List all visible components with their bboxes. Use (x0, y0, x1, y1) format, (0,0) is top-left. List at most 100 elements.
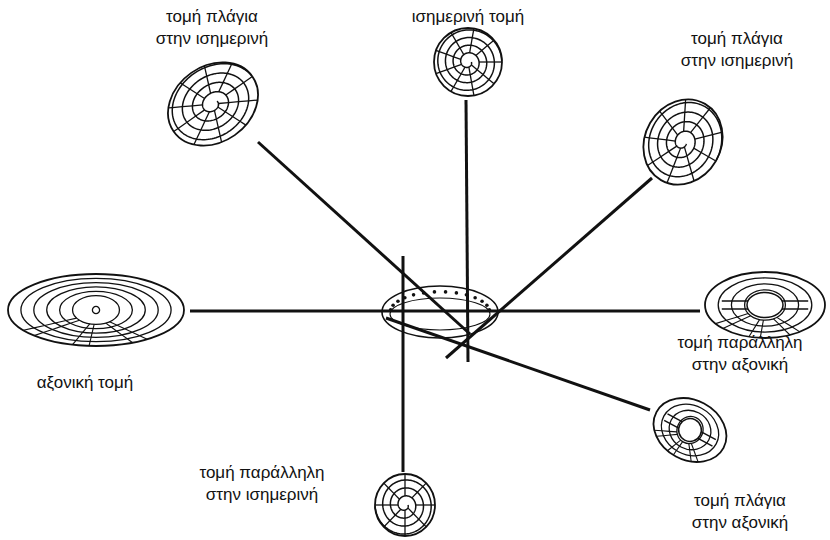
whorl-ring (705, 272, 825, 338)
chamber-wall (697, 116, 703, 125)
chamber-wall (440, 70, 447, 73)
chamber-wall (457, 74, 461, 81)
section-label: τομή πλάγια στην αξονική (679, 490, 801, 534)
chamber-wall (229, 98, 239, 107)
chamber-wall (168, 106, 172, 110)
chamber-wall (692, 450, 698, 456)
chamber-wall (233, 115, 240, 124)
chamber-wall (240, 120, 246, 127)
chamber-wall (384, 483, 389, 488)
whorl-ring (731, 284, 798, 326)
chamber-wall (454, 57, 461, 60)
chamber-wall (231, 63, 232, 65)
chamber-wall (216, 128, 223, 137)
whorl-ring (672, 412, 708, 449)
chamber-wall (704, 131, 713, 140)
section-label: αξονική τομή (37, 372, 134, 394)
section-outline (628, 85, 738, 199)
whorl-ring (745, 290, 786, 320)
chamber-wall (649, 135, 658, 142)
chamber-wall (482, 46, 488, 51)
lens-dot (433, 290, 437, 294)
chamber-wall (90, 337, 91, 341)
spiral-wall (157, 47, 270, 154)
chamber-wall (218, 136, 223, 142)
chamber-wall (666, 121, 675, 128)
chamber-wall (726, 317, 737, 320)
chamber-wall (669, 429, 677, 435)
chamber-wall (761, 326, 762, 332)
lens-dot (455, 291, 459, 295)
chamber-wall (45, 323, 56, 325)
chamber-wall (660, 114, 669, 121)
chamber-wall (212, 110, 219, 119)
chamber-wall (216, 83, 226, 92)
chamber-wall (220, 73, 230, 82)
chamber-wall (111, 327, 116, 331)
chamber-wall (196, 110, 205, 116)
chamber-wall (404, 510, 405, 518)
chamber-wall (214, 119, 221, 128)
chamber-wall (404, 488, 405, 496)
whorl-ring (60, 291, 133, 328)
chamber-wall (23, 328, 34, 330)
chamber-wall (671, 128, 680, 135)
section-outline (434, 28, 502, 96)
chamber-wall (404, 518, 405, 526)
chamber-wall (192, 139, 198, 144)
lens-dot (396, 299, 400, 303)
chamber-wall (79, 332, 82, 336)
chamber-wall (187, 116, 196, 122)
chamber-wall (488, 41, 494, 46)
chamber-wall (86, 324, 89, 328)
chamber-wall (451, 33, 452, 35)
chamber-wall (779, 324, 784, 329)
chamber-wall (224, 64, 234, 73)
chamber-wall (395, 509, 400, 515)
chamber-wall (662, 428, 670, 434)
chamber-wall (684, 156, 693, 165)
chamber-wall (658, 136, 667, 143)
central-chamber (747, 292, 783, 317)
chamber-wall (182, 102, 192, 111)
chamber-wall (709, 108, 710, 110)
chamber-wall (172, 103, 182, 112)
chamber-wall (694, 148, 701, 152)
chamber-wall (703, 109, 709, 118)
whorl-ring (652, 394, 727, 465)
chamber-wall (91, 333, 92, 337)
spiral-section (434, 28, 502, 96)
chamber-wall (83, 328, 86, 332)
chamber-wall (198, 121, 208, 130)
chamber-wall (676, 446, 679, 451)
chamber-wall (645, 136, 650, 140)
chamber-wall (89, 342, 90, 346)
chamber-wall (687, 444, 692, 450)
chamber-wall (202, 112, 212, 121)
leader-lines (190, 100, 700, 472)
chamber-wall (489, 79, 494, 83)
chamber-wall (72, 341, 75, 345)
chamber-wall (666, 176, 671, 183)
chamber-wall (741, 316, 750, 320)
chamber-wall (61, 323, 70, 326)
whorl-ring (8, 274, 184, 346)
chamber-wall (423, 504, 431, 505)
chamber-wall (412, 492, 417, 498)
chamber-wall (689, 443, 695, 449)
chamber-wall (190, 87, 197, 96)
chamber-wall (404, 480, 405, 488)
chamber-wall (419, 519, 424, 525)
chamber-wall (487, 61, 495, 62)
chamber-wall (494, 61, 502, 62)
chamber-wall (723, 324, 732, 328)
lens-dot (444, 290, 448, 294)
chamber-wall (721, 131, 723, 133)
chamber-wall (667, 137, 676, 144)
chamber-wall (493, 39, 495, 41)
chamber-wall (713, 129, 722, 138)
chamber-wall (661, 149, 669, 159)
chamber-wall (659, 111, 663, 114)
